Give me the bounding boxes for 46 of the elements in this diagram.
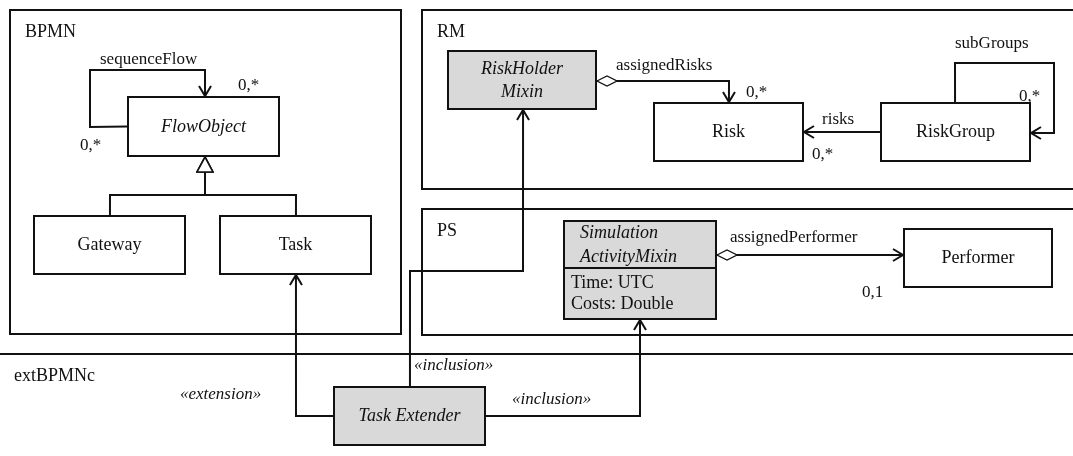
multiplicity-label: 0,* <box>238 76 260 95</box>
class-box <box>127 96 280 157</box>
class-box <box>563 220 717 320</box>
association-arrow <box>954 62 1055 140</box>
class-name: Gateway <box>76 233 143 257</box>
generalization-arrow <box>196 156 297 216</box>
class-box <box>880 102 1031 162</box>
association-arrow <box>288 274 334 417</box>
class-name: Risk <box>711 120 746 144</box>
association-arrow <box>803 125 881 139</box>
class-box <box>653 102 804 162</box>
class-name: RiskHolder Mixin <box>480 56 564 103</box>
class-name: Task Extender <box>357 404 462 428</box>
multiplicity-label: 0,* <box>746 83 768 102</box>
class-name: FlowObject <box>160 114 248 138</box>
package-frame <box>421 208 1073 336</box>
package-name: PS <box>437 220 458 241</box>
package-name: extBPMNc <box>14 365 95 386</box>
class-name: Task <box>277 233 314 257</box>
association-arrow <box>485 319 647 417</box>
attribute-text: Time: UTC <box>571 272 655 293</box>
association-arrow <box>596 75 736 103</box>
package-name: RM <box>437 21 465 42</box>
edge-label: assignedRisks <box>616 56 713 75</box>
class-box <box>219 215 372 275</box>
multiplicity-label: 0,* <box>1019 87 1041 106</box>
package-name: BPMN <box>25 21 77 42</box>
association-arrow <box>89 69 212 128</box>
multiplicity-label: 0,* <box>812 145 834 164</box>
class-name: RiskGroup <box>915 120 996 144</box>
class-name: Simulation ActivityMixin <box>578 221 678 268</box>
class-name: Performer <box>940 246 1016 270</box>
class-box <box>33 215 186 275</box>
package-frame <box>421 9 1073 190</box>
association-arrow <box>716 248 904 262</box>
edge-label: sequenceFlow <box>100 50 198 69</box>
association-arrow <box>408 109 531 387</box>
package-frame <box>9 9 402 335</box>
edge-label: assignedPerformer <box>730 228 858 247</box>
attribute-text: Costs: Double <box>571 292 675 314</box>
class-box <box>447 50 597 110</box>
multiplicity-label: 0,1 <box>862 283 884 302</box>
class-box <box>903 228 1053 288</box>
multiplicity-label: 0,* <box>80 136 102 155</box>
class-box <box>333 386 486 446</box>
edge-label: subGroups <box>955 34 1029 53</box>
